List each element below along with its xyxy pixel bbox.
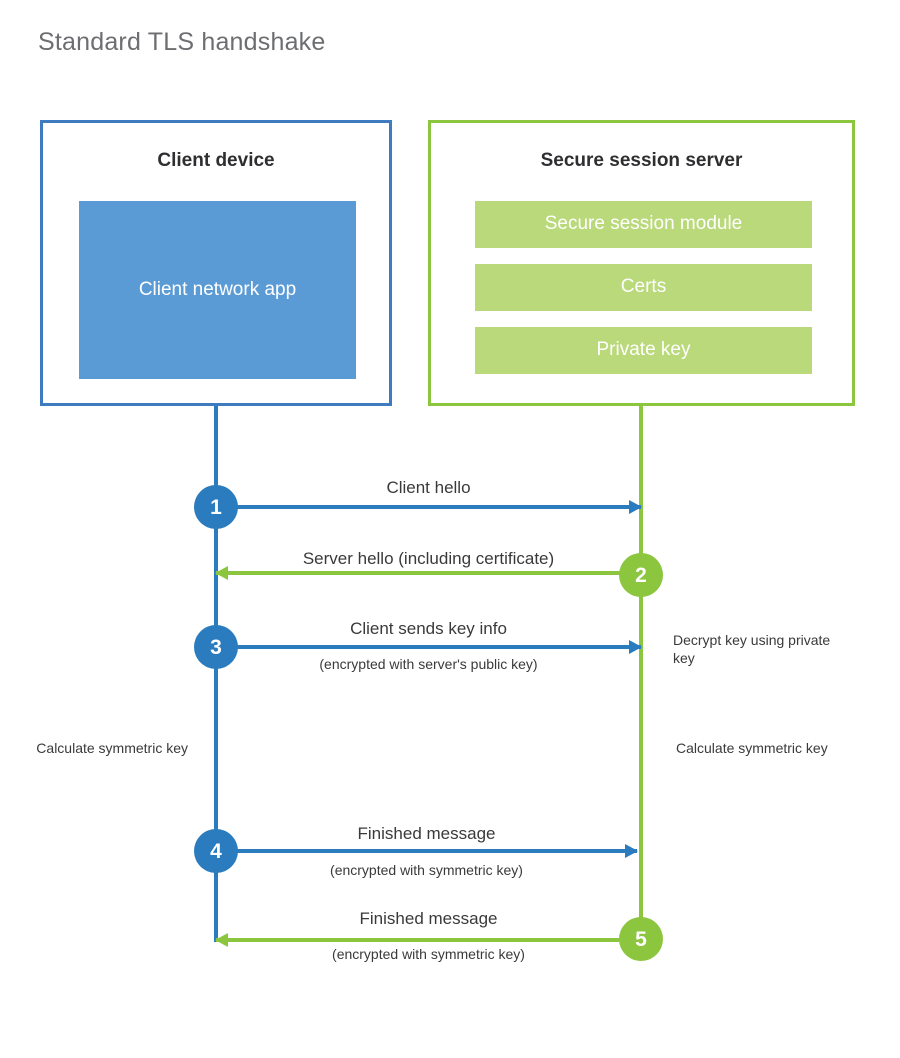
secure-session-server-box: Secure session server Secure session mod… <box>428 120 855 406</box>
step-5-sublabel: (encrypted with symmetric key) <box>332 946 525 962</box>
step-4-label: Finished message <box>357 824 496 843</box>
arrow-head-right-icon <box>629 640 642 654</box>
arrow-shaft <box>216 571 641 575</box>
annotation-decrypt-key: Decrypt key using private key <box>673 632 831 667</box>
server-block-secure-session-module: Secure session module <box>475 201 812 248</box>
annotation-server-calculate-symmetric-key: Calculate symmetric key <box>676 740 828 756</box>
step-marker-5: 5 <box>619 917 663 961</box>
step-3-sublabel: (encrypted with server's public key) <box>319 656 538 672</box>
server-block-certs: Certs <box>475 264 812 311</box>
annotation-client-calculate-symmetric-key: Calculate symmetric key <box>36 740 188 756</box>
arrow-head-left-icon <box>215 566 228 580</box>
arrow-shaft <box>216 938 641 942</box>
secure-session-server-title: Secure session server <box>540 150 743 171</box>
step-5-arrow <box>215 933 641 947</box>
server-block-private-key: Private key <box>475 327 812 374</box>
step-5-label: Finished message <box>359 909 498 928</box>
client-device-box: Client device Client network app <box>40 120 392 406</box>
step-1-label: Client hello <box>386 478 471 497</box>
arrow-head-right-icon <box>629 500 642 514</box>
step-3-label: Client sends key info <box>350 619 507 638</box>
step-marker-1: 1 <box>194 485 238 529</box>
server-lifeline <box>639 406 643 939</box>
arrow-head-right-icon <box>625 844 638 858</box>
arrow-head-left-icon <box>215 933 228 947</box>
step-2-arrow <box>215 566 641 580</box>
arrow-shaft <box>216 849 637 853</box>
step-3-arrow <box>216 640 642 654</box>
step-1-arrow <box>216 500 642 514</box>
step-marker-2: 2 <box>619 553 663 597</box>
step-4-sublabel: (encrypted with symmetric key) <box>330 862 523 878</box>
step-marker-3: 3 <box>194 625 238 669</box>
arrow-shaft <box>216 645 641 649</box>
arrow-shaft <box>216 505 641 509</box>
page-title: Standard TLS handshake <box>38 28 326 56</box>
client-lifeline <box>214 406 218 942</box>
step-marker-4: 4 <box>194 829 238 873</box>
client-device-title: Client device <box>157 150 275 171</box>
step-4-arrow <box>216 844 638 858</box>
step-2-label: Server hello (including certificate) <box>302 549 555 568</box>
client-network-app-block: Client network app <box>79 201 356 379</box>
